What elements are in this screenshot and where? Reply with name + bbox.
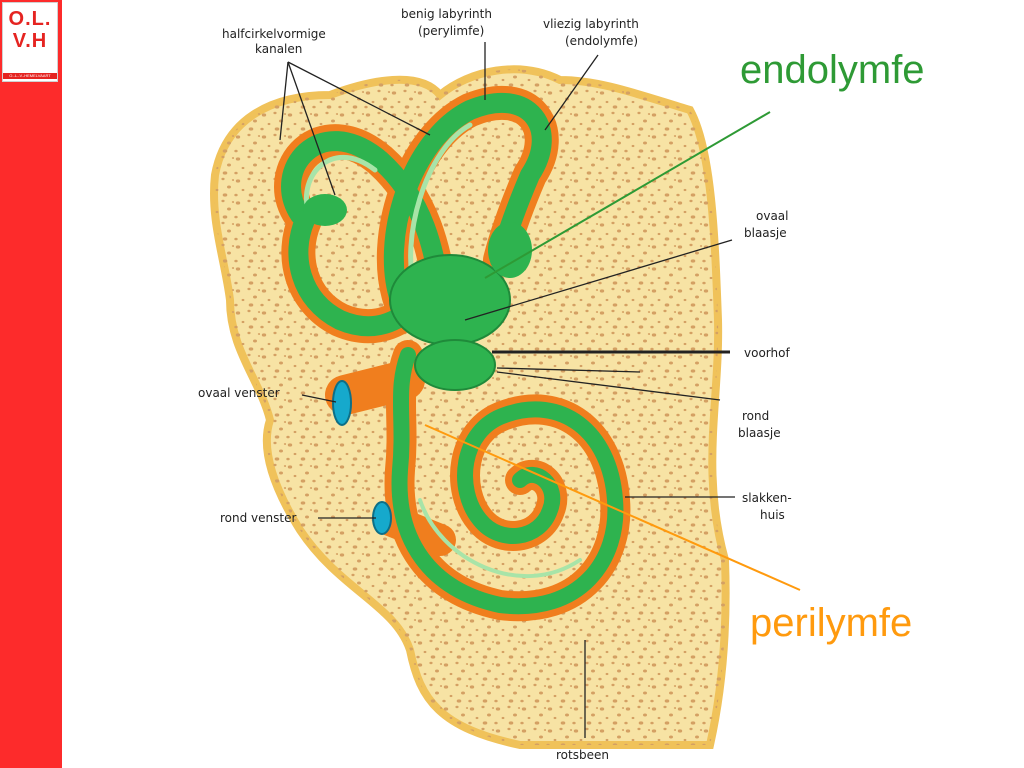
perilymfe-pointer: [424, 424, 801, 591]
label-cochlea-1: slakken-: [742, 491, 792, 505]
label-semicircular-canals-1: halfcirkelvormige: [222, 27, 326, 41]
label-perilymfe: perilymfe: [750, 601, 912, 645]
label-vestibule: voorhof: [744, 346, 790, 360]
label-bony-labyrinth-1: benig labyrinth: [401, 7, 492, 21]
school-logo: O.L. V.H O.-L.-V.-HEMELVAART: [2, 2, 58, 82]
label-endolymfe: endolymfe: [740, 48, 925, 92]
label-petrous-bone: rotsbeen: [556, 748, 609, 762]
label-saccule-2: blaasje: [738, 426, 781, 440]
logo-line-2: V.H: [12, 30, 48, 52]
label-cochlea-2: huis: [760, 508, 785, 522]
vestibule-sacs: [303, 194, 532, 391]
leader-lines: [279, 42, 735, 738]
label-utricle-1: ovaal: [756, 209, 788, 223]
label-membranous-labyrinth-2: (endolymfe): [565, 34, 638, 48]
logo-line-1: O.L.: [8, 8, 52, 30]
label-membranous-labyrinth-1: vliezig labyrinth: [543, 17, 639, 31]
label-saccule-1: rond: [742, 409, 769, 423]
red-sidebar: O.L. V.H O.-L.-V.-HEMELVAART: [0, 0, 62, 768]
label-semicircular-canals-2: kanalen: [255, 42, 302, 56]
logo-tagline: O.-L.-V.-HEMELVAART: [3, 73, 57, 79]
endolymfe-pointer: [484, 111, 771, 279]
label-round-window: rond venster: [220, 511, 296, 525]
label-utricle-2: blaasje: [744, 226, 787, 240]
windows: [332, 380, 392, 535]
label-bony-labyrinth-2: (perylimfe): [418, 24, 484, 38]
label-oval-window: ovaal venster: [198, 386, 280, 400]
oval-window-shape: [332, 380, 352, 426]
